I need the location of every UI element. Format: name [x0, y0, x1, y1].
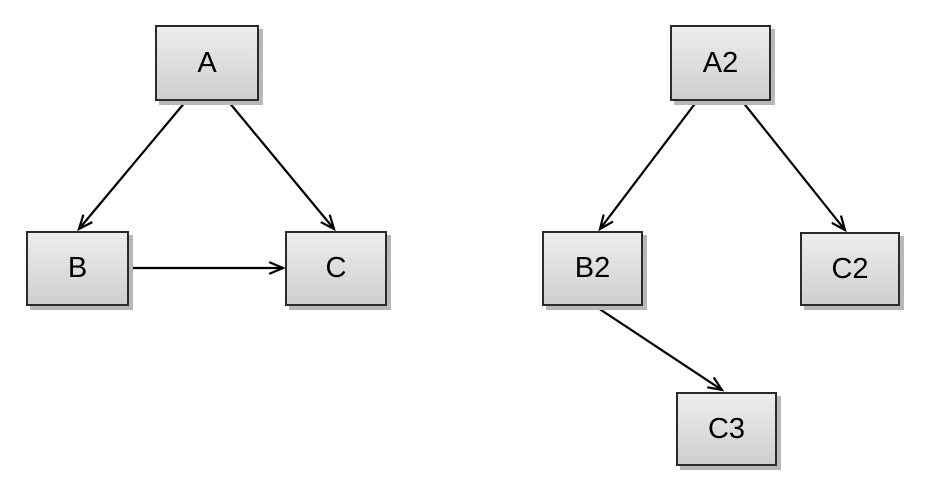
node-label: B2: [574, 252, 611, 284]
arrowhead-icon: [268, 261, 286, 275]
node-label: A2: [702, 46, 739, 79]
node-label: C2: [831, 252, 869, 285]
node-c2[interactable]: C2: [800, 232, 900, 306]
node-label: C: [325, 252, 347, 284]
node-c3[interactable]: C3: [676, 392, 777, 466]
edge-b-to-c: [130, 261, 286, 275]
edge-a2-to-b2: [598, 100, 698, 232]
arrowhead-icon: [598, 214, 614, 232]
node-a[interactable]: A: [155, 25, 259, 101]
edge-line: [78, 100, 187, 230]
edge-b2-to-c3: [594, 305, 725, 392]
edge-line: [227, 100, 335, 230]
node-label: C3: [707, 412, 746, 445]
arrowhead-icon: [831, 215, 847, 233]
edge-a2-to-c2: [741, 100, 847, 233]
node-b2[interactable]: B2: [542, 231, 643, 306]
edge-line: [741, 100, 846, 231]
arrowhead-icon: [320, 214, 336, 232]
arrowhead-icon: [77, 214, 93, 232]
edge-a-to-b: [77, 100, 187, 232]
edge-line: [594, 305, 723, 391]
edge-line: [599, 100, 698, 230]
node-label: A: [197, 46, 217, 79]
node-b[interactable]: B: [26, 231, 129, 306]
node-label: B: [67, 252, 88, 284]
edge-a-to-c: [227, 100, 336, 232]
arrowhead-icon: [707, 376, 725, 392]
node-c[interactable]: C: [285, 231, 387, 306]
node-a2[interactable]: A2: [670, 25, 771, 101]
